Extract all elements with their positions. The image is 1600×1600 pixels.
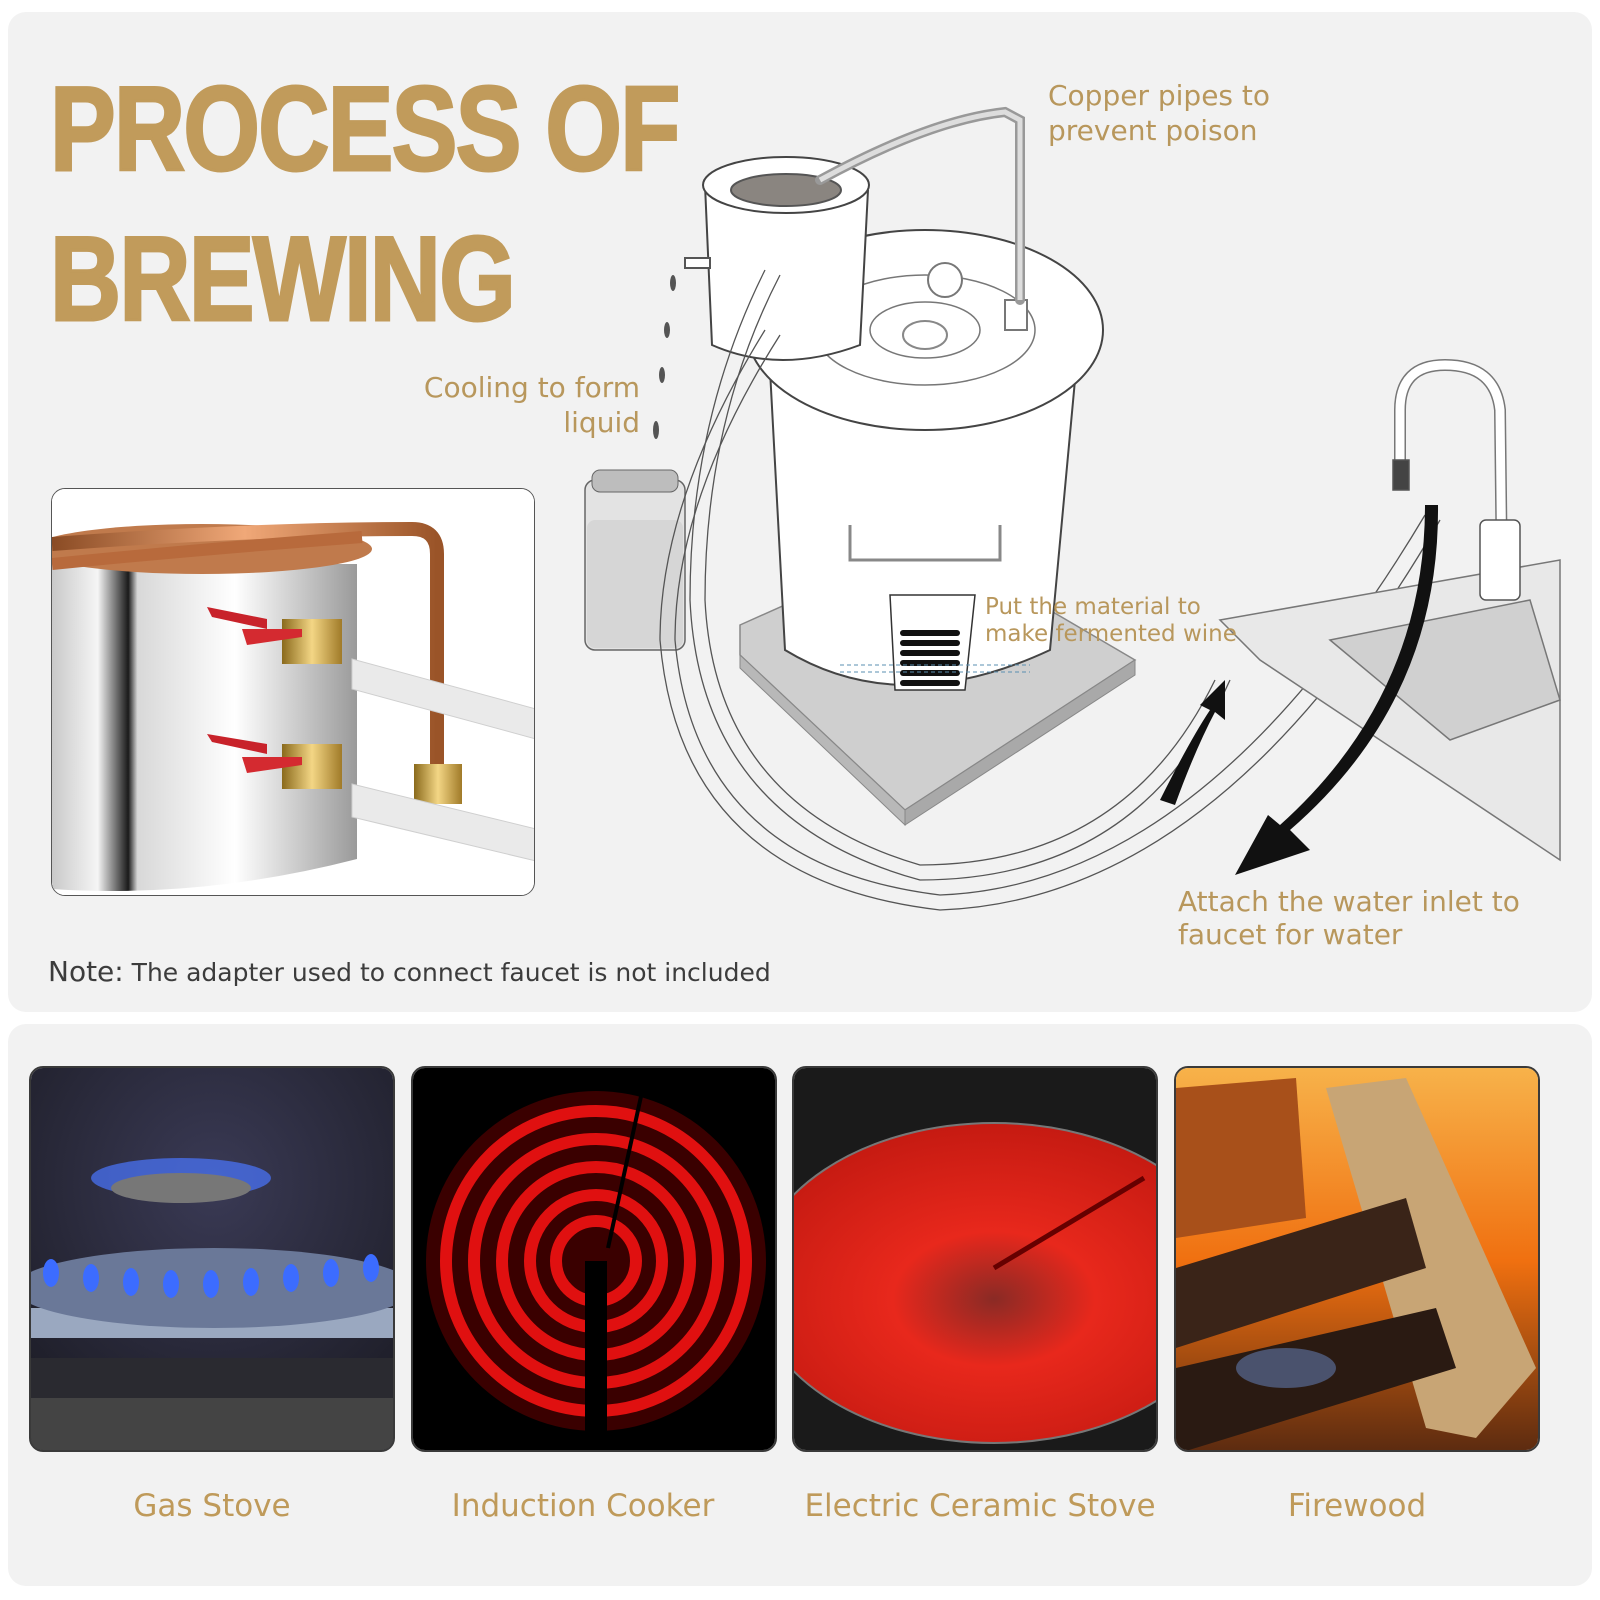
liquid-drops-illustration	[653, 275, 676, 439]
sink-illustration	[1218, 559, 1561, 862]
heat-source-label-firewood: Firewood	[1287, 1488, 1427, 1524]
note: Note: The adapter used to connect faucet…	[48, 955, 771, 988]
lower-valve	[207, 734, 534, 862]
heat-source-card-gas	[29, 1066, 395, 1452]
flow-arrow-in-icon	[1160, 680, 1225, 805]
heat-source-label-induction: Induction Cooker	[451, 1488, 715, 1524]
heat-source-label-ceramic: Electric Ceramic Stove	[804, 1488, 1156, 1524]
glass-jar-illustration	[584, 469, 686, 651]
heat-source-card-firewood	[1174, 1066, 1540, 1452]
callout-material-line-2: make fermented wine	[985, 621, 1237, 647]
page-title: PROCESS OF BREWING	[49, 54, 682, 354]
callout-water-inlet: Attach the water inlet to faucet for wat…	[1178, 885, 1520, 951]
callout-water-line-1: Attach the water inlet to	[1178, 885, 1520, 918]
distiller-setup-diagram	[560, 100, 1600, 930]
callout-copper-line-1: Copper pipes to	[1048, 79, 1271, 112]
heat-source-card-induction	[411, 1066, 777, 1452]
callout-cooling-line-1: Cooling to form	[423, 371, 640, 404]
callout-material: Put the material to make fermented wine	[985, 594, 1237, 648]
faucet-illustration	[1392, 358, 1521, 601]
note-text: The adapter used to connect faucet is no…	[131, 958, 771, 987]
title-line-1: PROCESS OF	[49, 61, 682, 198]
callout-cooling-line-2: liquid	[563, 406, 640, 439]
heat-source-card-ceramic	[792, 1066, 1158, 1452]
heat-source-label-gas: Gas Stove	[133, 1488, 291, 1524]
callout-cooling: Cooling to form liquid	[380, 370, 640, 440]
condenser-pot-illustration	[684, 156, 870, 361]
flow-arrow-out-icon	[1235, 505, 1439, 875]
water-hoses-illustration	[659, 269, 1441, 911]
callout-water-line-2: faucet for water	[1178, 918, 1403, 951]
callout-material-line-1: Put the material to	[985, 594, 1201, 620]
callout-copper-line-2: prevent poison	[1048, 114, 1258, 147]
upper-valve	[207, 607, 534, 739]
title-line-2: BREWING	[49, 211, 517, 348]
condenser-valve-detail-image	[51, 488, 535, 896]
callout-copper-pipes: Copper pipes to prevent poison	[1048, 78, 1270, 148]
fermenter-barrel-illustration	[746, 229, 1104, 686]
note-label: Note:	[48, 955, 124, 988]
ingredient-bag-illustration	[840, 594, 1030, 691]
